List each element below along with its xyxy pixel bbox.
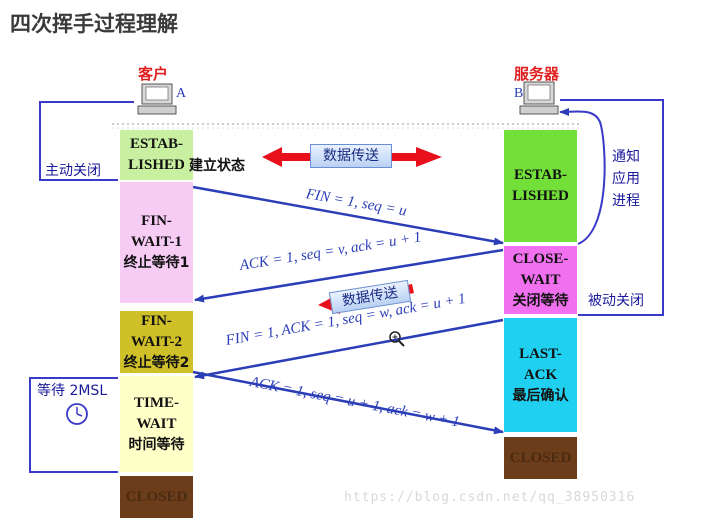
client-established-state: ESTAB-LISHED	[120, 130, 193, 180]
ack1-arrow	[194, 248, 504, 303]
zoom-cursor-icon	[389, 331, 405, 347]
client-letter: A	[176, 86, 187, 101]
notify-app-label-2: 应用	[612, 171, 640, 187]
client-closed-state: CLOSED	[120, 476, 193, 518]
watermark: https://blog.csdn.net/qq_38950316	[344, 490, 636, 505]
page-title: 四次挥手过程理解	[10, 12, 178, 36]
passive-close-line	[560, 99, 664, 316]
established-note: 建立状态	[189, 158, 245, 174]
server-label: 服务器	[514, 65, 560, 83]
client-computer-icon	[137, 83, 177, 115]
notify-app-label-1: 通知	[612, 149, 640, 165]
server-established-state: ESTAB-LISHED	[504, 130, 577, 242]
notify-app-label-3: 进程	[612, 193, 640, 209]
fin2-arrow	[194, 318, 504, 380]
wait-2msl-line	[29, 377, 118, 473]
server-computer-icon	[519, 81, 559, 115]
active-close-label: 主动关闭	[45, 163, 101, 179]
active-close-line	[39, 101, 134, 181]
data-transfer-bubble-1: 数据传送	[310, 144, 392, 168]
passive-close-label: 被动关闭	[588, 293, 644, 309]
server-letter: B	[514, 86, 524, 101]
wait-2msl-label: 等待 2MSL	[37, 383, 108, 399]
server-closed-state: CLOSED	[504, 437, 577, 479]
fin1-arrow	[192, 185, 504, 246]
ack2-arrow	[192, 370, 504, 435]
notify-app-curve	[559, 107, 606, 245]
clock-icon	[66, 403, 88, 425]
client-label: 客户	[138, 65, 169, 83]
